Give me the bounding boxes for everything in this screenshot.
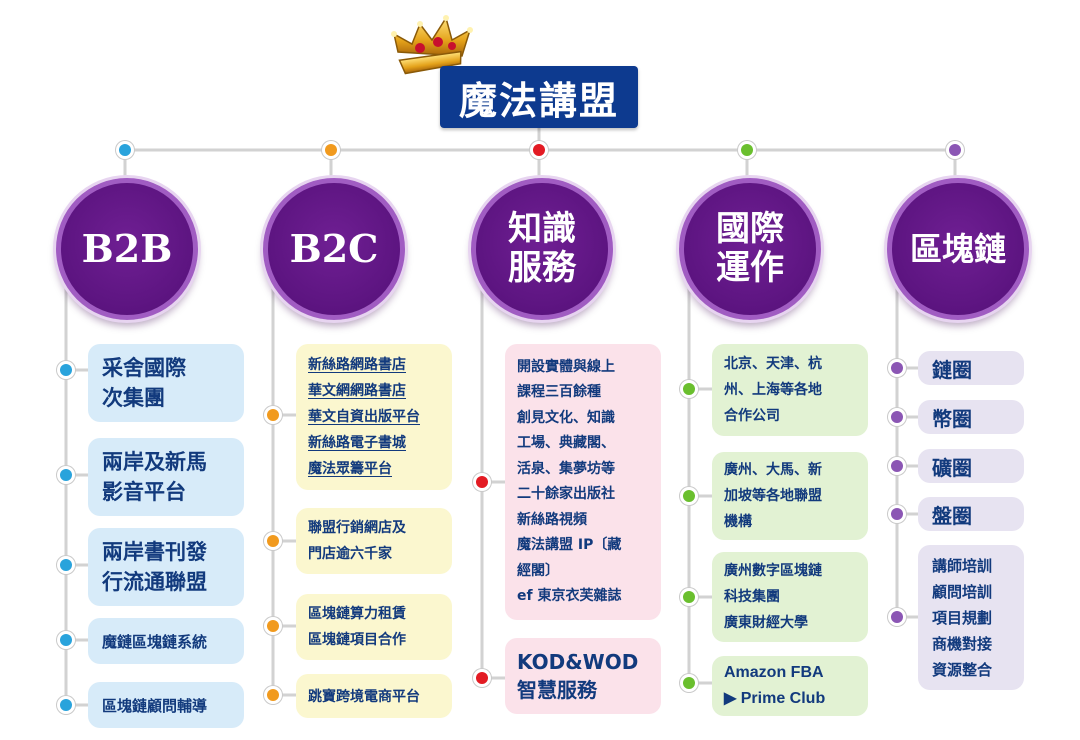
item-text: 廣州、大馬、新 加坡等各地聯盟 機構 [724,462,822,530]
branch-dot [60,559,72,571]
b2c-item: 區塊鏈算力租賃 區塊鏈項目合作 [296,594,452,660]
connector-dot [119,144,131,156]
category-international: 國際 運作 [679,178,821,320]
knowledge-item: KOD&WOD 智慧服務 [505,638,661,714]
branch-dot [683,677,695,689]
branch-dot [683,591,695,603]
crown-icon [391,15,473,75]
branch-dot [476,672,488,684]
blockchain-item: 鏈圈 [918,351,1024,385]
branch-dot [891,611,903,623]
item-text: 盤圈 [932,503,972,528]
item-text: 幣圈 [932,406,972,431]
item-text: 廣州數字區塊鏈 科技集團 廣東財經大學 [724,563,822,631]
connector-dot [325,144,337,156]
branch-dot [60,699,72,711]
b2b-item: 兩岸書刊發 行流通聯盟 [88,528,244,606]
item-text: Amazon FBA ▶ Prime Club [724,664,826,707]
item-text: KOD&WOD 智慧服務 [517,650,639,702]
blockchain-item: 礦圈 [918,449,1024,483]
b2b-item: 區塊鏈顧問輔導 [88,682,244,728]
category-knowledge-service: 知識 服務 [471,178,613,320]
blockchain-item: 幣圈 [918,400,1024,434]
blockchain-item: 講師培訓 顧問培訓 項目規劃 商機對接 資源整合 [918,545,1024,690]
branch-dot [267,409,279,421]
international-item: 北京、天津、杭 州、上海等各地 合作公司 [712,344,868,436]
category-label: 區塊鏈 [909,229,1006,268]
international-item: Amazon FBA ▶ Prime Club [712,656,868,716]
category-label: B2C [289,226,379,272]
connector-dot [949,144,961,156]
category-label: 國際 運作 [716,208,784,288]
category-label: B2B [81,226,173,272]
branch-dot [476,476,488,488]
item-text: 北京、天津、杭 州、上海等各地 合作公司 [724,356,822,424]
item-text: 采舍國際 次集團 [102,356,186,410]
branch-dot [891,362,903,374]
category-label: 知識 服務 [508,208,576,288]
branch-dot [60,469,72,481]
category-b2b: B2B [56,178,198,320]
item-text: 新絲路網路書店 華文網網路書店 華文自資出版平台 新絲路電子書城 魔法眾籌平台 [308,357,420,477]
item-text: 兩岸及新馬 影音平台 [102,450,207,504]
branch-dot [267,535,279,547]
item-text: 兩岸書刊發 行流通聯盟 [102,540,207,594]
item-text: 區塊鏈顧問輔導 [102,696,208,715]
blockchain-item: 盤圈 [918,497,1024,531]
international-item: 廣州數字區塊鏈 科技集團 廣東財經大學 [712,552,868,642]
b2b-item: 采舍國際 次集團 [88,344,244,422]
branch-dot [267,689,279,701]
item-text: 聯盟行銷網店及 門店逾六千家 [308,520,406,562]
item-text: 區塊鏈算力租賃 區塊鏈項目合作 [308,606,406,648]
branch-dot [60,364,72,376]
item-text: 礦圈 [932,455,972,480]
category-b2c: B2C [263,178,405,320]
category-blockchain: 區塊鏈 [887,178,1029,320]
b2b-item: 魔鏈區塊鏈系統 [88,618,244,664]
page-title: 魔法講盟 [440,66,638,128]
branch-dot [683,490,695,502]
b2b-item: 兩岸及新馬 影音平台 [88,438,244,516]
branch-dot [891,411,903,423]
connector-dot [533,144,545,156]
item-text: 魔鏈區塊鏈系統 [102,632,208,651]
branch-dot [683,383,695,395]
b2c-item: 跳寶跨境電商平台 [296,674,452,718]
connector-dot [741,144,753,156]
b2c-item: 新絲路網路書店 華文網網路書店 華文自資出版平台 新絲路電子書城 魔法眾籌平台 [296,344,452,490]
item-text: 開設實體與線上 課程三百餘種 創見文化、知識 工場、典藏閣、 活泉、集夢坊等 二… [517,358,622,605]
knowledge-item: 開設實體與線上 課程三百餘種 創見文化、知識 工場、典藏閣、 活泉、集夢坊等 二… [505,344,661,620]
item-text: 鏈圈 [932,357,972,382]
branch-dot [267,620,279,632]
branch-dot [891,508,903,520]
item-text: 跳寶跨境電商平台 [308,689,420,705]
item-text: 講師培訓 顧問培訓 項目規劃 商機對接 資源整合 [932,556,993,679]
branch-dot [60,634,72,646]
branch-dot [891,460,903,472]
b2c-item: 聯盟行銷網店及 門店逾六千家 [296,508,452,574]
international-item: 廣州、大馬、新 加坡等各地聯盟 機構 [712,452,868,540]
